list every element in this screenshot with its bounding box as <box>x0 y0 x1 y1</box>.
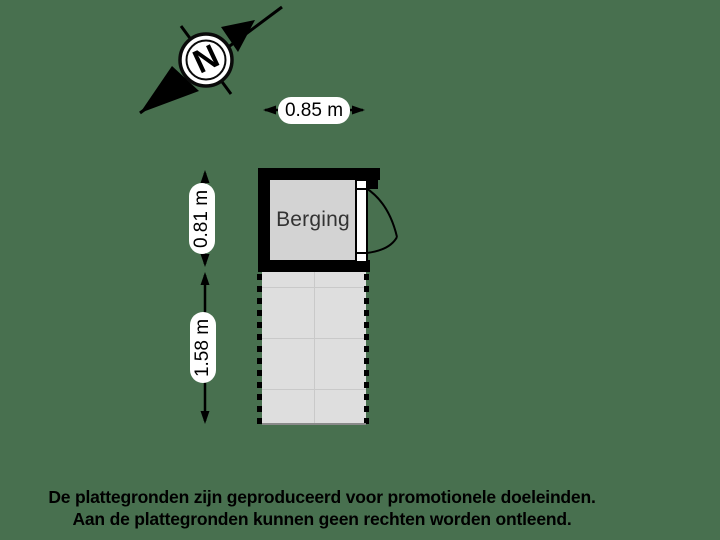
dim-room-arrow-down <box>200 254 210 267</box>
disclaimer: De plattegronden zijn geproduceerd voor … <box>22 486 622 530</box>
room-floor <box>270 180 368 260</box>
wall-door-jamb <box>368 180 378 189</box>
tile-grid-line <box>314 272 315 424</box>
door-post-bottom <box>355 252 368 263</box>
room-label: Berging <box>276 208 350 231</box>
disclaimer-line2: Aan de plattegronden kunnen geen rechten… <box>72 509 572 529</box>
dim-width-pill: 0.85 m <box>278 97 350 124</box>
terrace-tiles <box>262 272 366 424</box>
door-swing-leaf <box>365 187 398 238</box>
wall-top <box>258 168 380 180</box>
disclaimer-line1: De plattegronden zijn geproduceerd voor … <box>48 487 596 507</box>
wall-bottom <box>258 260 370 272</box>
door-post-top <box>355 179 368 190</box>
dim-room-pill: 0.81 m <box>189 183 215 254</box>
compass-northeast-fin <box>221 20 255 52</box>
compass-inner-circle <box>185 39 227 81</box>
dim-terrace-value: 1.58 m <box>192 318 213 377</box>
dim-room-arrow-up <box>200 170 210 183</box>
dim-terrace-arrow-up <box>200 272 210 285</box>
dim-terrace-arrow-down <box>200 411 210 424</box>
dim-width-value: 0.85 m <box>284 99 344 121</box>
dim-room-value: 0.81 m <box>191 189 212 248</box>
dim-width-arrow-right <box>352 105 365 115</box>
terrace-dashed-border-left <box>257 274 262 424</box>
dim-width-arrow-left <box>263 105 276 115</box>
compass-southwest-fin <box>140 66 199 113</box>
door-swing-arc <box>366 236 398 254</box>
dim-terrace-pill: 1.58 m <box>190 312 216 383</box>
wall-left <box>258 168 270 272</box>
terrace-dashed-border-right <box>364 274 369 424</box>
terrace-bottom-edge <box>262 423 366 425</box>
compass-outer-circle <box>178 32 234 88</box>
